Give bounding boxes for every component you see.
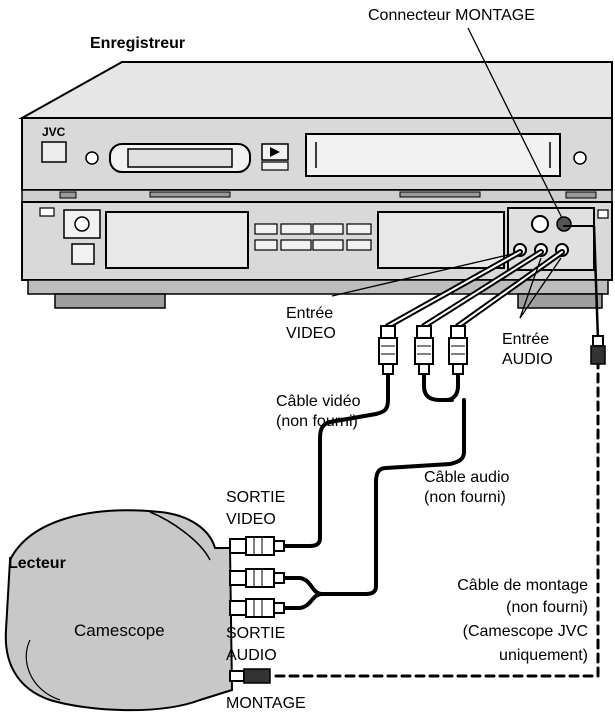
recorder-foot-right	[517, 293, 603, 309]
shuttle-control	[63, 209, 101, 239]
audio-cable-left-leg	[422, 370, 454, 402]
audio-plug-recorder-right	[448, 325, 468, 375]
player-title: Lecteur	[8, 555, 66, 572]
audio-cable-label-line1: Câble audio	[424, 469, 510, 486]
slot-indicator	[39, 207, 55, 217]
audio-plug-recorder-left	[414, 325, 434, 375]
recorder-foot-left	[54, 293, 166, 309]
s-video-jack	[531, 215, 549, 233]
video-out-label-line2: VIDEO	[226, 511, 276, 528]
recorder-middle-strip	[21, 189, 613, 203]
edit-cable-label-line2: (non fourni)	[506, 599, 588, 616]
audio-plug-camcorder-bottom	[229, 598, 285, 618]
camcorder-label: Camescope	[74, 621, 165, 640]
montage-plug-camcorder	[229, 668, 271, 684]
video-plug-camcorder	[229, 536, 285, 556]
audio-out-label-line1: SORTIE	[226, 625, 285, 642]
labels: Connecteur MONTAGE Enregistreur Entrée V…	[8, 7, 588, 712]
audio-cable-label-line2: (non fourni)	[424, 489, 506, 506]
video-input-label-line2: VIDEO	[286, 325, 336, 342]
audio-cable-split	[280, 576, 324, 610]
cassette-door-left	[127, 148, 233, 168]
leader-lines	[331, 27, 563, 319]
display-window-right	[377, 211, 505, 269]
edit-cable-label-line4: uniquement)	[499, 647, 588, 664]
montage-out-label: MONTAGE	[226, 695, 306, 712]
video-plug-recorder	[378, 325, 398, 375]
plugs	[229, 325, 606, 684]
audio-input-leader-right	[519, 257, 562, 319]
power-button	[41, 141, 67, 163]
video-cable	[280, 370, 390, 548]
video-cable-label-line2: (non fourni)	[276, 413, 358, 430]
montage-cable	[268, 358, 600, 678]
play-icon	[270, 147, 280, 157]
montage-plug-recorder	[590, 335, 606, 365]
edit-cable-label-line3: (Camescope JVC	[463, 623, 588, 640]
audio-cable-right-leg	[444, 370, 460, 402]
cassette-slot-right	[305, 133, 561, 177]
brand-logo: JVC	[42, 125, 66, 139]
cables	[268, 224, 600, 678]
montage-connector-leader	[467, 27, 563, 219]
dubbing-button-lower	[261, 161, 289, 171]
video-input-leader	[331, 253, 513, 297]
display-window-left	[105, 211, 249, 269]
edit-cable-label-line1: Câble de montage	[457, 577, 588, 594]
audio-input-leader-left	[519, 257, 542, 319]
montage-jack	[556, 216, 572, 232]
camcorder-body	[4, 509, 234, 712]
montage-connector-label: Connecteur MONTAGE	[368, 7, 535, 24]
video-out-label-line1: SORTIE	[226, 489, 285, 506]
audio-input-label-line2: AUDIO	[502, 351, 553, 368]
video-input-label-line1: Entrée	[286, 305, 333, 322]
mode-button	[71, 243, 95, 265]
power-indicator	[85, 151, 99, 165]
audio-cable	[320, 398, 466, 596]
recorder-device: JVC	[18, 61, 613, 309]
indicator-right	[573, 151, 587, 165]
audio-plug-camcorder-top	[229, 568, 285, 588]
audio-input-label-line1: Entrée	[502, 331, 549, 348]
recorder-title: Enregistreur	[90, 35, 185, 52]
audio-out-label-line2: AUDIO	[226, 647, 277, 664]
video-cable-label-line1: Câble vidéo	[276, 393, 361, 410]
recorder-top	[18, 61, 613, 119]
camcorder-device: Camescope	[4, 509, 234, 712]
